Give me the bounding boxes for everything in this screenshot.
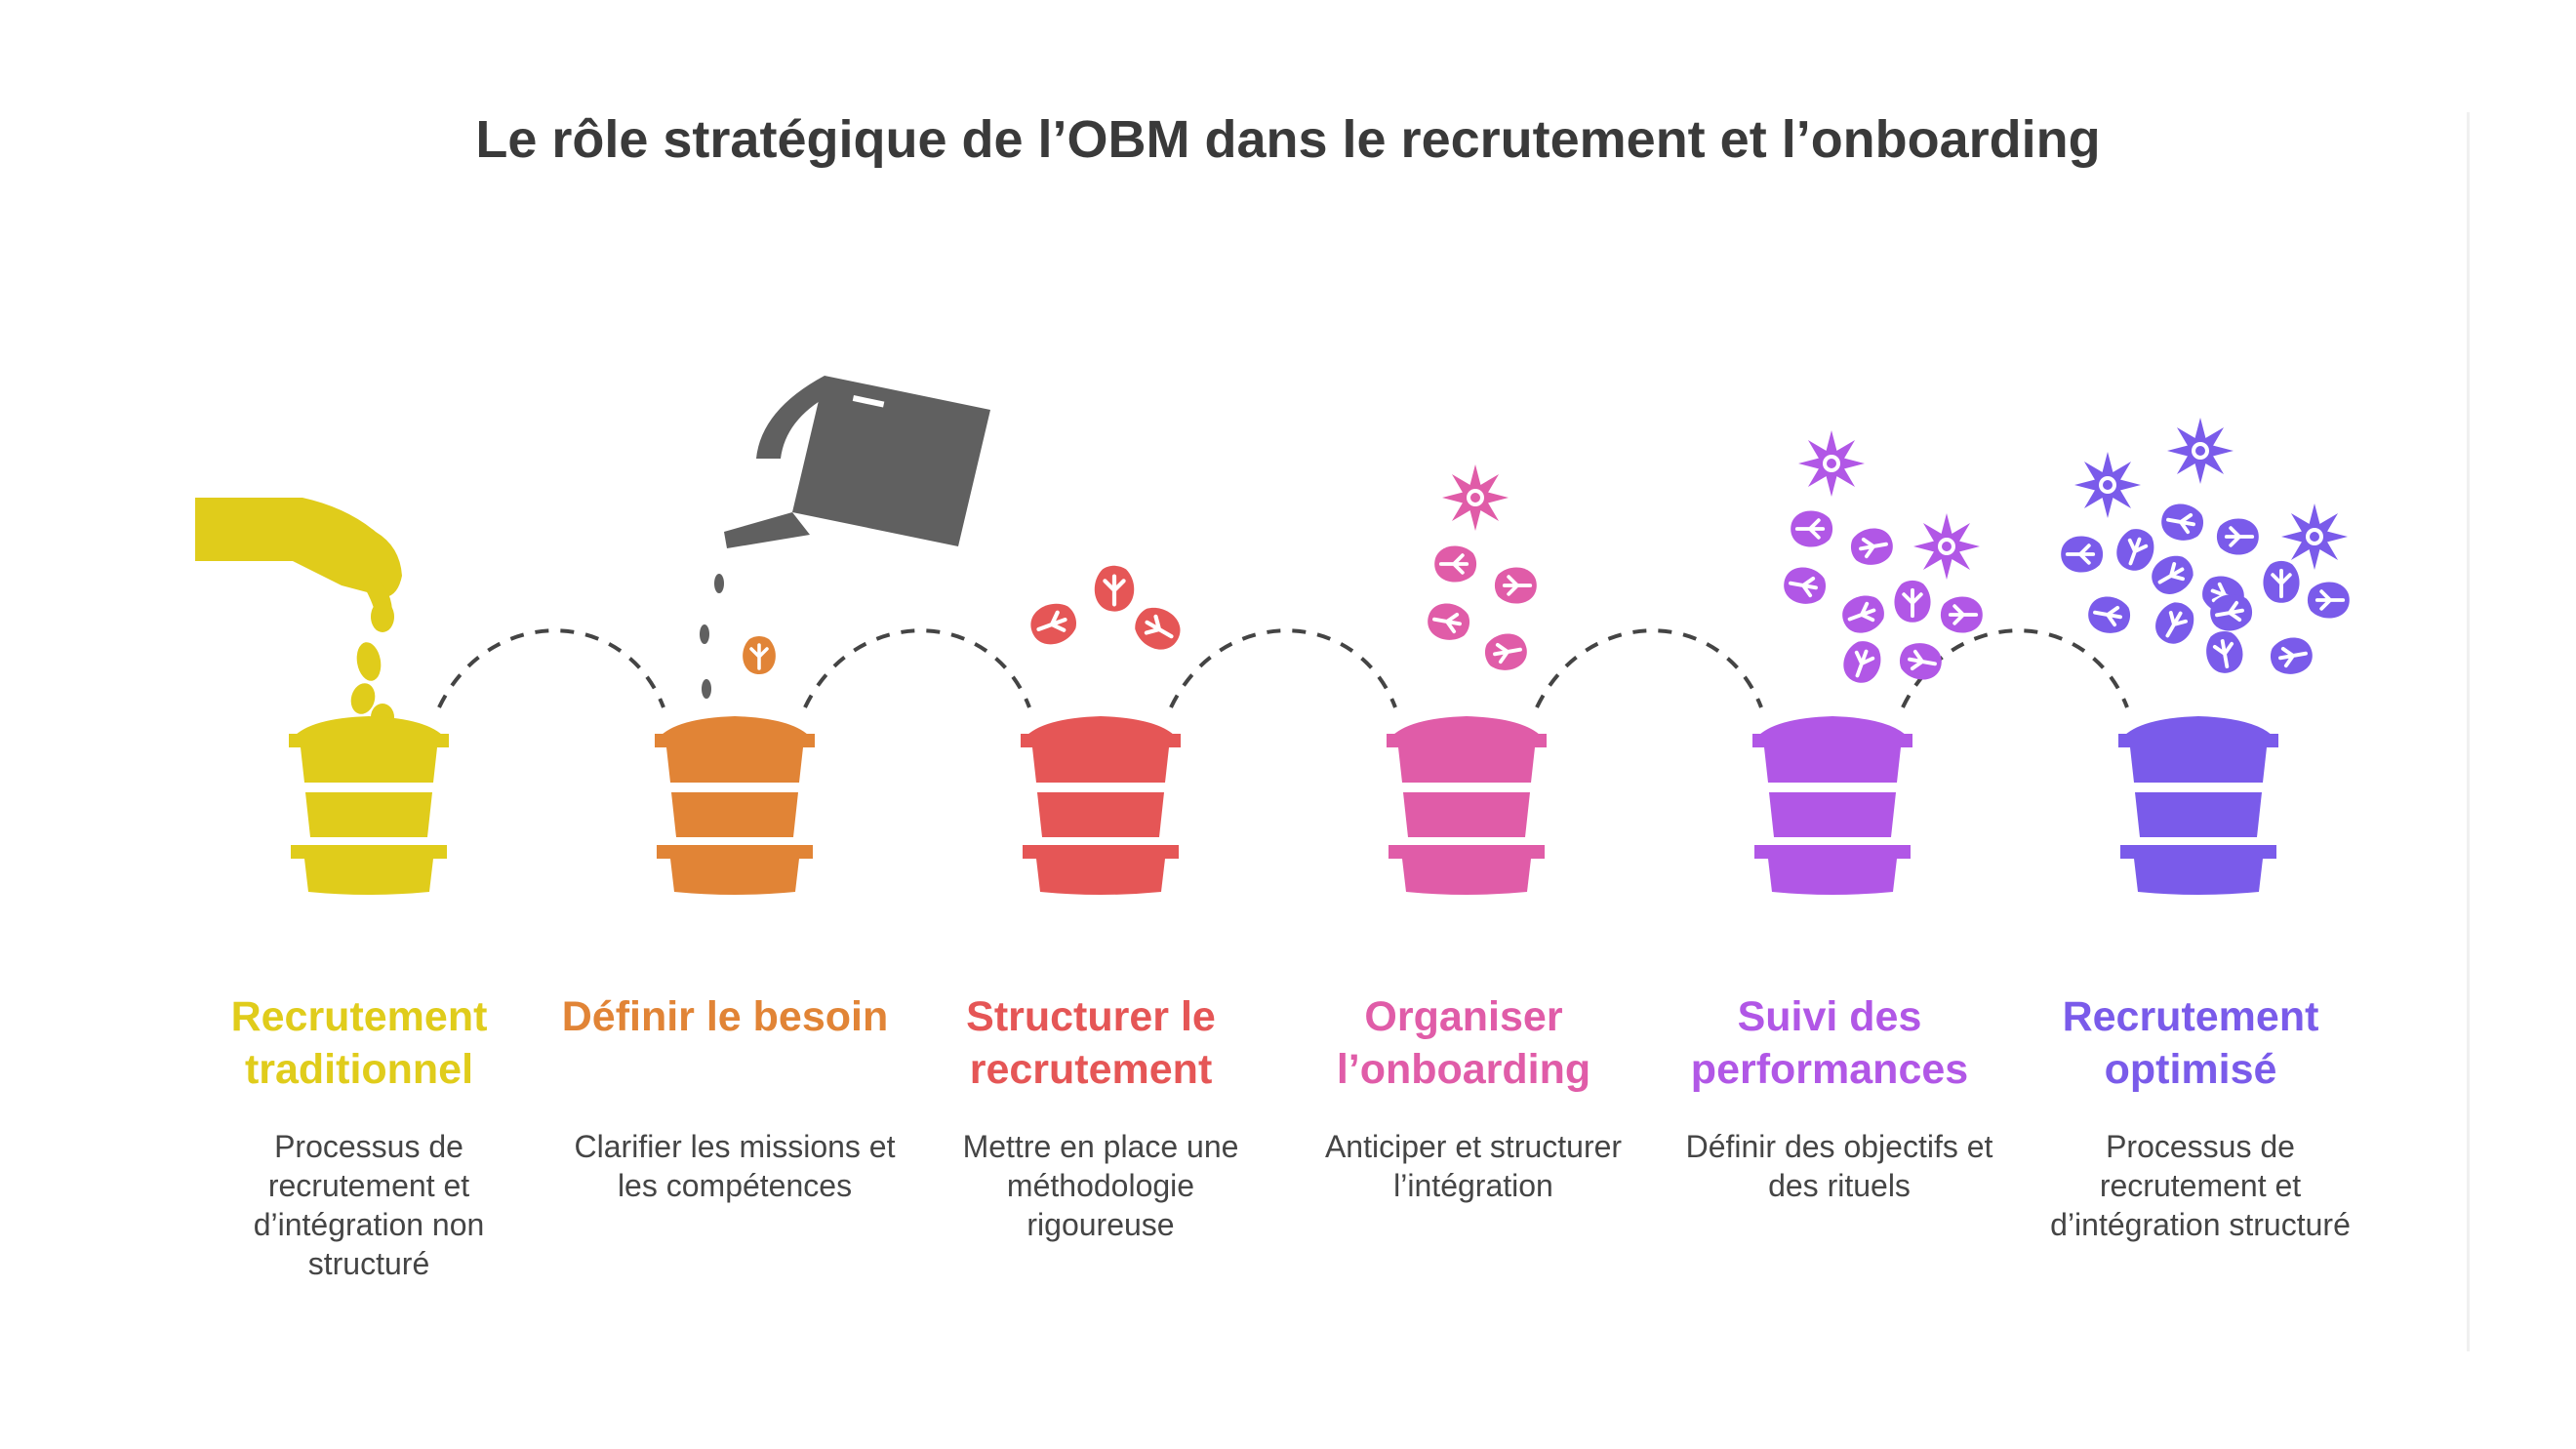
step-description: Anticiper et structurer l’intégration (1324, 1129, 1623, 1203)
step-description: Mettre en place une méthodologie rigoure… (962, 1129, 1239, 1242)
step-description: Processus de recrutement et d’intégratio… (2050, 1129, 2351, 1242)
step-title-recrutement-traditionnel: Recrutement traditionnel (230, 993, 488, 1093)
step-title-recrutement-optimise: Recrutement optimisé (2062, 993, 2319, 1093)
pot-icon (289, 716, 449, 895)
plant-icon (1425, 450, 1537, 674)
sprout-icon (743, 636, 776, 674)
step-description: Définir des objectifs et des rituels (1685, 1129, 1993, 1203)
plant-icon (1781, 416, 1994, 688)
step-title-organiser-onboarding: Organiser l’onboarding (1336, 993, 1591, 1093)
step-description: Processus de recrutement et d’intégratio… (253, 1129, 485, 1281)
divider (2467, 112, 2470, 1351)
watering-can-icon (724, 376, 990, 548)
pot-icon (1387, 716, 1547, 895)
pot-icon (655, 716, 815, 895)
pot-icon (1752, 716, 1912, 895)
plant-icon (2060, 403, 2362, 678)
pot-icon (2118, 716, 2278, 895)
pot-icon (1021, 716, 1181, 895)
page-title: Le rôle stratégique de l’OBM dans le rec… (475, 110, 2101, 169)
step-title-definir-besoin: Définir le besoin (561, 993, 889, 1040)
water-drops-icon (700, 574, 724, 699)
leaves-icon (1025, 565, 1187, 658)
step-title-suivi-performances: Suivi des performances (1690, 993, 1969, 1093)
hand-icon (195, 498, 402, 632)
step-title-structurer-recrutement: Structurer le recrutement (966, 993, 1216, 1093)
step-description: Clarifier les missions et les compétence… (574, 1129, 896, 1203)
